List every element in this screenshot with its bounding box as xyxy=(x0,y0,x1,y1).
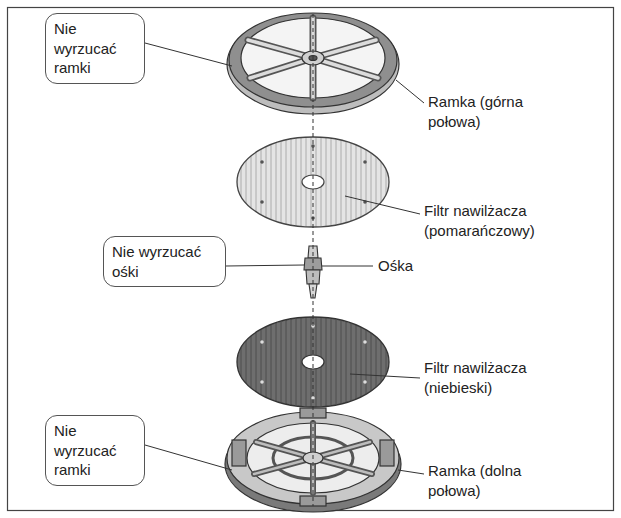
callout-text: Nie wyrzucać ramki xyxy=(54,19,136,78)
part-label: Ramka (górna połowa) xyxy=(428,92,548,131)
center-axis xyxy=(313,14,314,506)
callout-box: Nie wyrzucać ramki xyxy=(45,415,145,486)
callout-box: Nie wyrzucać ośki xyxy=(103,236,226,287)
part-label: Filtr nawilżacza (niebieski) xyxy=(424,358,574,397)
callout-box: Nie wyrzucać ramki xyxy=(45,13,145,84)
callout-text: Nie wyrzucać ramki xyxy=(54,421,136,480)
frame-border xyxy=(8,8,614,511)
part-label: Ośka xyxy=(378,256,458,276)
callout-text: Nie wyrzucać ośki xyxy=(112,242,217,281)
part-label: Ramka (dolna połowa) xyxy=(428,461,548,500)
part-label: Filtr nawilżacza (pomarańczowy) xyxy=(424,201,574,240)
